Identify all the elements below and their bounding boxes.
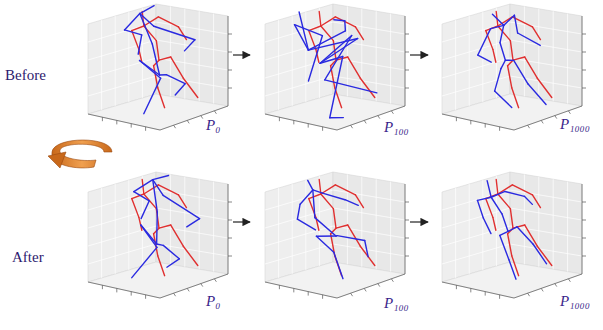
flow-arrows xyxy=(233,55,428,222)
axes-3d xyxy=(442,4,586,131)
pose-label: P₁₀₀ xyxy=(384,296,409,311)
pose-skeleton xyxy=(125,6,195,114)
rotate-arrow xyxy=(48,140,112,168)
pose-skeleton xyxy=(486,180,552,276)
pose-skeleton xyxy=(132,180,198,276)
flow-arrow xyxy=(233,54,250,55)
pose-skeleton xyxy=(309,180,375,276)
flow-arrow xyxy=(410,54,428,55)
axes-3d xyxy=(265,4,409,131)
pose-skeleton xyxy=(477,181,546,280)
pose-skeleton xyxy=(478,14,546,107)
axes-3d xyxy=(265,172,409,299)
axes-3d xyxy=(442,172,586,299)
pose-skeleton xyxy=(297,180,368,278)
row-label: Before xyxy=(5,68,46,83)
pose-label: P₁₀₀ xyxy=(384,120,409,135)
row-label: After xyxy=(12,250,44,265)
pose-skeleton xyxy=(132,12,198,108)
pose-label: P₀ xyxy=(206,294,220,309)
pose-label: P₁₀₀₀ xyxy=(560,294,590,309)
pose-skeleton xyxy=(486,12,552,108)
pose-skeleton xyxy=(294,12,376,118)
pose-label: P₀ xyxy=(206,118,220,133)
axes-3d xyxy=(88,172,232,299)
pose-skeleton xyxy=(132,176,200,278)
flow-arrow xyxy=(233,221,250,222)
flow-arrow xyxy=(410,221,428,222)
axes-3d xyxy=(88,4,232,131)
pose-label: P₁₀₀₀ xyxy=(560,117,590,132)
